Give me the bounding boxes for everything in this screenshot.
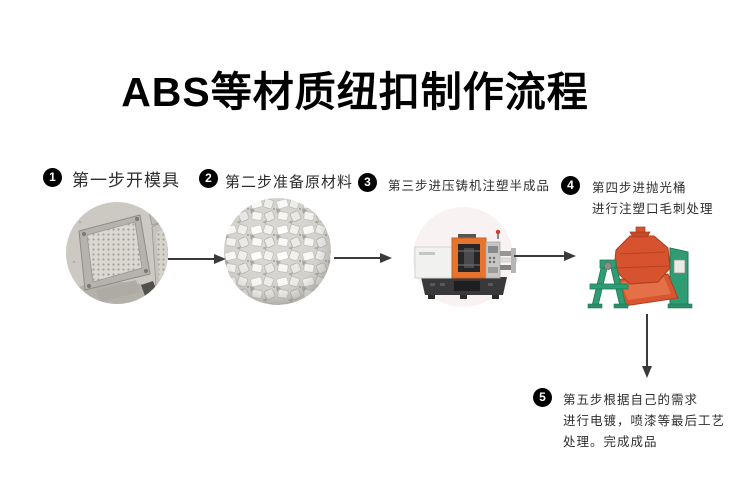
step-3-label-line: 第三步进压铸机注塑半成品 [388,178,551,193]
step-2-number-badge: 2 [199,169,218,188]
step-5-label-line: 第五步根据自己的需求 [563,392,699,407]
arrow-step1-to-step2 [168,252,226,270]
step-4-label: 第四步进抛光桶 进行注塑口毛刺处理 [592,178,714,219]
pellets-photo-image [224,198,331,305]
polishing-barrel-photo-image [587,226,693,309]
pellets-photo [224,198,331,310]
page-title: ABS等材质纽扣制作流程 [121,69,589,115]
step-5-label: 第五步根据自己的需求 进行电镀，喷漆等最后工艺 处理。完成成品 [563,389,725,452]
step-4-label-line: 进行注塑口毛刺处理 [592,200,714,216]
step-4-number-badge: 4 [561,176,580,195]
arrow-step2-to-step3 [334,251,392,269]
mold-photo [66,202,168,309]
mold-photo-image [66,202,168,304]
step-2-label-line: 第二步准备原材料 [225,173,354,191]
step-5-label-line: 进行电镀，喷漆等最后工艺 [563,413,726,428]
step-5-label-line: 处理。完成成品 [563,434,658,449]
injection-machine-photo [408,207,518,312]
step-3-number-badge: 3 [358,173,377,192]
arrow-step3-to-step4 [514,249,576,267]
step-1-number-badge: 1 [43,168,62,187]
step-1-label: 第一步开模具 [72,170,180,192]
step-3-label: 第三步进压铸机注塑半成品 [388,177,550,195]
step-4-label-line: 第四步进抛光桶 [592,180,687,195]
step-1-label-line: 第一步开模具 [72,171,180,191]
arrow-step4-to-step5 [641,314,653,383]
step-5-number-badge: 5 [533,388,552,407]
injection-machine-photo-image [413,207,518,307]
polishing-barrel-photo [584,224,696,315]
step-2-label: 第二步准备原材料 [225,172,353,192]
